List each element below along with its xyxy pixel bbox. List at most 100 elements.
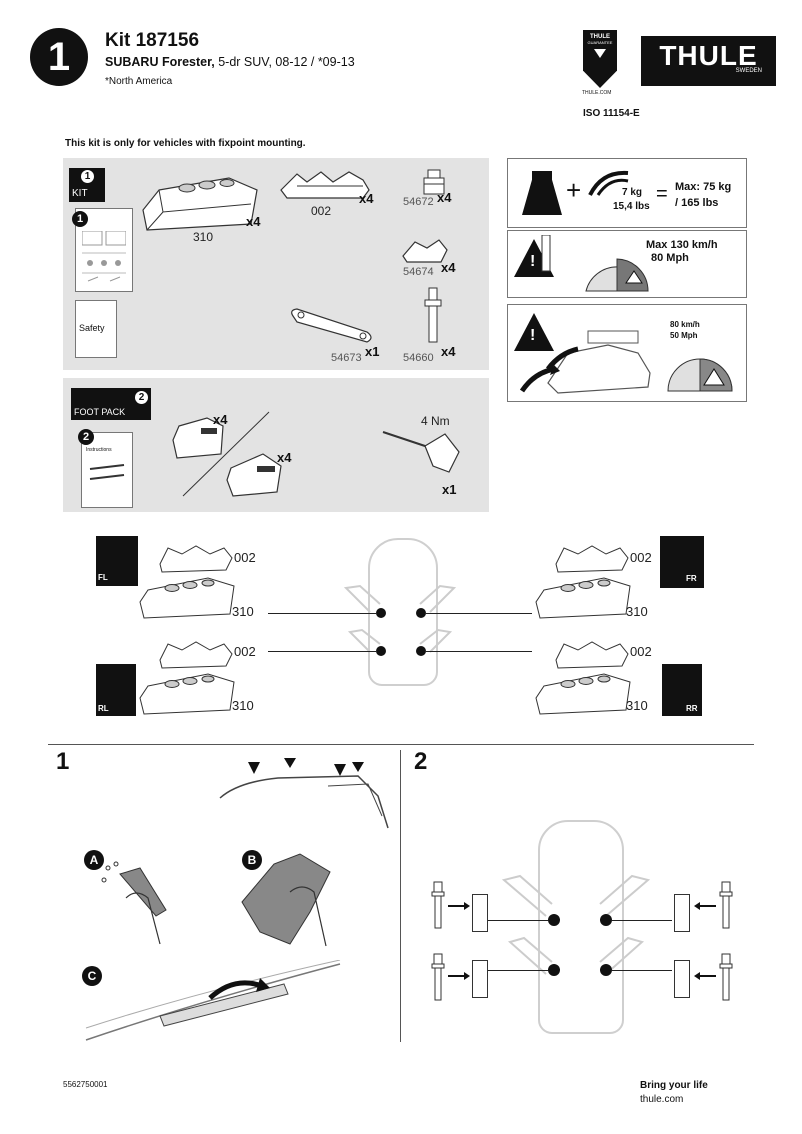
iso-standard: ISO 11154-E [583, 108, 640, 119]
step-1-number: 1 [56, 748, 70, 775]
step-b-letter: B [247, 853, 257, 867]
vehicle-line: SUBARU Forester, 5-dr SUV, 08-12 / *09-1… [105, 55, 355, 69]
torque-label: 4 Nm [421, 414, 450, 428]
bolt-54672-illustration [423, 169, 445, 195]
open-doors-outline [343, 584, 457, 653]
booklet-number-2: 2 [78, 429, 94, 445]
tool-qty: x1 [442, 482, 457, 497]
reduced-speed-gauge-icon [667, 358, 733, 392]
rl-door-pic: RL [96, 664, 136, 716]
foot-a-qty: x4 [213, 412, 228, 427]
safety-booklet: Safety [75, 300, 117, 358]
instruction-booklet-1: 1 [72, 208, 133, 292]
step2-rr-pin-arrow [694, 953, 733, 1001]
foot-pack-foot-a-illustration [172, 417, 224, 459]
rr-fixpoint [416, 646, 426, 656]
speed-spec-box: ! Max 130 km/h 80 Mph [507, 230, 747, 298]
part-54672-code: 54672 [403, 196, 434, 208]
roof-bar-weight-lbs: 15,4 lbs [613, 201, 650, 212]
fr-fixpoint [416, 608, 426, 618]
part-54672-qty: x4 [437, 190, 452, 205]
step-c-badge: C [82, 966, 102, 986]
thule-logo: THULE SWEDEN [641, 36, 776, 86]
rl-foot-assembly [139, 641, 235, 715]
foot-310-illustration [142, 177, 258, 231]
thule-logo-text: THULE [659, 40, 758, 71]
step-2-number: 2 [414, 748, 428, 775]
reduced-speed-mph: 50 Mph [670, 331, 698, 340]
foot-pack-tag: 2 FOOT PACK [71, 388, 151, 420]
kit-badge: 1 [81, 170, 94, 183]
roof-bar-icon [588, 170, 629, 196]
equals-sign: = [656, 183, 668, 205]
footer-website: thule.com [640, 1094, 684, 1105]
vehicle-model: SUBARU Forester, [105, 55, 215, 69]
plate-54673-illustration [291, 308, 372, 343]
fl-label: FL [98, 573, 108, 582]
step-a-letter: A [89, 853, 99, 867]
part-002-qty: x4 [359, 191, 374, 206]
document-number: 5562750001 [63, 1080, 108, 1089]
kit-panel: 1 KIT 1 Safety 310 x4 002 x4 [63, 158, 489, 370]
warning-mark: ! [530, 253, 536, 270]
step2-fl-fixpoint [548, 914, 560, 926]
booklet-title: Instructions [86, 447, 112, 453]
max-speed: Max 130 km/h [646, 239, 718, 251]
part-002-code: 002 [311, 204, 332, 218]
step-c-letter: C [87, 969, 97, 983]
part-310-qty: x4 [246, 214, 261, 229]
step2-fr-fixpoint [600, 914, 612, 926]
fl-fixpoint [376, 608, 386, 618]
rl-label: RL [98, 704, 109, 713]
step2-fr-leader [612, 920, 672, 921]
fl-code-002: 002 [234, 550, 256, 565]
foot-pack-panel: 2 FOOT PACK 2 Instructions x4 x4 4 Nm x1 [63, 378, 489, 512]
step2-rl-fixpoint [548, 964, 560, 976]
fl-foot-assembly [139, 545, 235, 619]
fixpoint-cover-removal-illustration [85, 960, 341, 1041]
torque-wrench-icon [382, 431, 460, 473]
fl-code-310: 310 [232, 604, 254, 619]
wiping-cloth-illustration [241, 853, 331, 947]
step2-fl-leader [486, 920, 548, 921]
roof-fixpoints-illustration [219, 758, 389, 829]
booklet-number-1: 1 [72, 211, 88, 227]
guarantee-badge-label: GUARANTEE [587, 40, 613, 45]
rl-code-310: 310 [232, 698, 254, 713]
foot-pack-foot-b-illustration [226, 453, 282, 497]
foot-b-qty: x4 [277, 450, 292, 465]
triangle-icon [594, 49, 606, 58]
step-a-badge: A [84, 850, 104, 870]
clamp-002-illustration [280, 171, 370, 199]
step2-rl-pin-arrow [431, 953, 470, 1001]
fr-code-002: 002 [630, 550, 652, 565]
vehicle-years: 5-dr SUV, 08-12 / *09-13 [214, 55, 355, 69]
load-spec-box: + 7 kg 15,4 lbs = Max: 75 kg / 165 lbs [507, 158, 747, 228]
rr-door-pic: RR [662, 664, 702, 716]
thule-logo-sub: SWEDEN [735, 68, 762, 74]
kit-tag: 1 KIT [69, 168, 105, 202]
rr-leader-line [426, 651, 532, 652]
part-54674-code: 54674 [403, 266, 434, 278]
fr-door-pic: FR [660, 536, 704, 588]
step2-open-doors-outline [501, 874, 651, 975]
step2-fr-pin-arrow [694, 881, 733, 929]
guarantee-badge: THULE GUARANTEE [583, 30, 617, 88]
fr-leader-line [426, 613, 532, 614]
roof-bars-icon [89, 464, 125, 480]
max-load: Max: 75 kg [675, 181, 732, 193]
roof-bar-weight: 7 kg [622, 187, 643, 198]
fr-foot-assembly [535, 545, 631, 619]
rr-code-002: 002 [630, 644, 652, 659]
plus-sign: + [566, 175, 582, 205]
step2-car-top-view [538, 820, 624, 1034]
rr-code-310: 310 [626, 698, 648, 713]
car-with-load-icon [519, 330, 651, 394]
cleaning-spray-illustration [101, 861, 167, 945]
guarantee-badge-brand: THULE [590, 34, 610, 40]
step2-rl-leader [486, 970, 548, 971]
warning-mark-2: ! [530, 327, 536, 344]
part-54673-code: 54673 [331, 352, 362, 364]
guarantee-url: THULE.COM [582, 90, 612, 96]
reduced-speed: 80 km/h [670, 320, 700, 329]
